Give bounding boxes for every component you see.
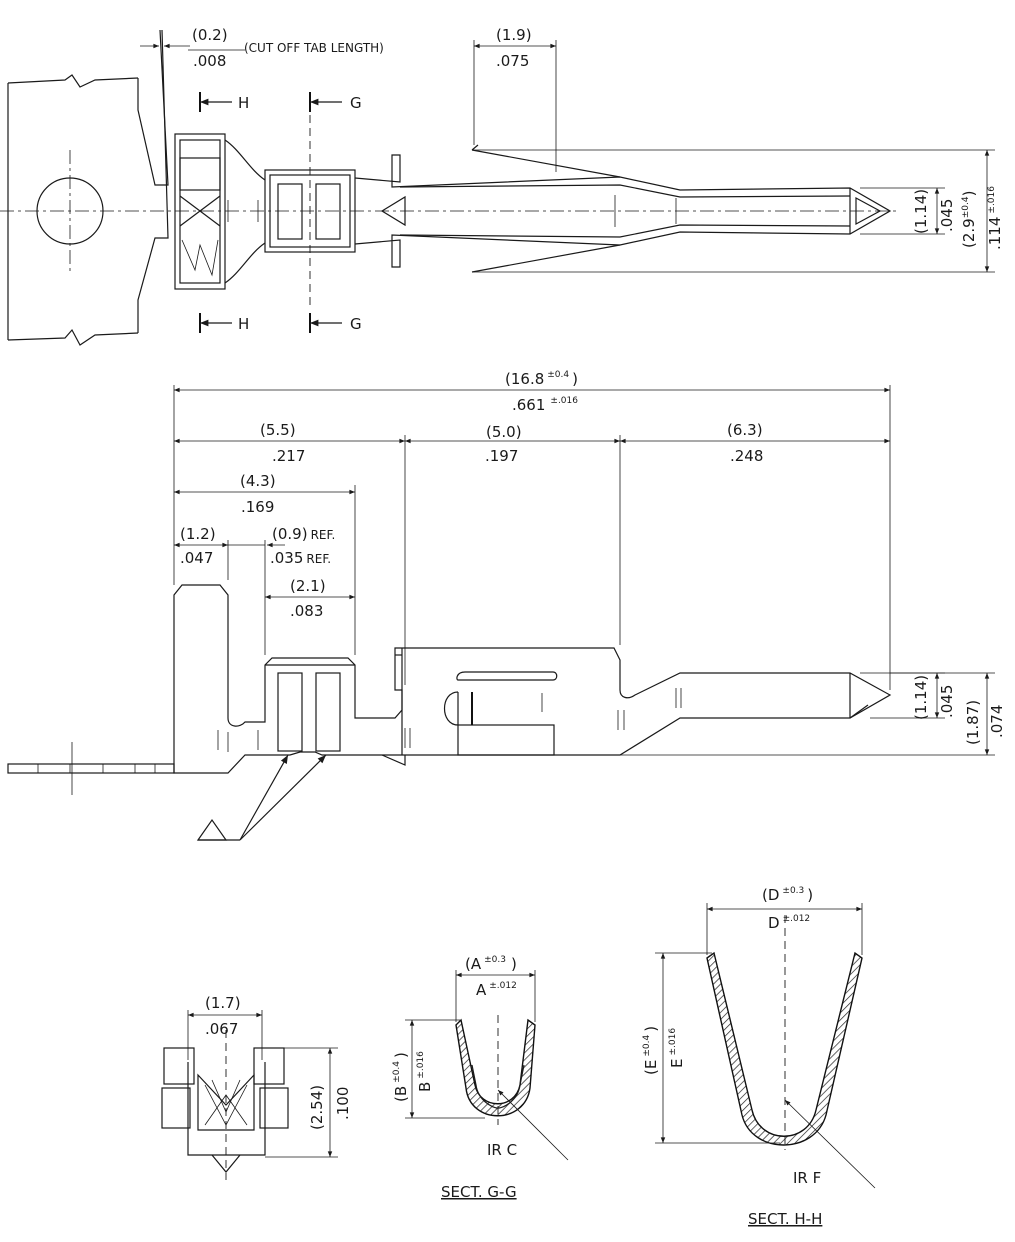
segment-1-dimension: (5.5) .217 <box>174 421 406 465</box>
svg-text:(1.87): (1.87) <box>964 700 982 745</box>
svg-text:.083: .083 <box>290 602 323 620</box>
svg-text:(B±0.4): (B±0.4) <box>392 1052 410 1102</box>
svg-text:H: H <box>238 315 249 333</box>
svg-text:.045: .045 <box>938 199 956 232</box>
svg-text:(1.14): (1.14) <box>912 189 930 234</box>
svg-text:.114±.016: .114±.016 <box>986 186 1004 250</box>
gg-radius-leader: IR C <box>487 1089 569 1161</box>
overall-length-dimension: (16.8±0.4) .661±.016 <box>174 370 890 414</box>
body-height-dimension: (1.87) .074 <box>620 672 1006 756</box>
barb-dimension: (1.9) .075 <box>473 26 557 172</box>
svg-text:.075: .075 <box>496 52 529 70</box>
svg-text:(0.2): (0.2) <box>192 26 228 44</box>
svg-text:(2.9±0.4): (2.9±0.4) <box>960 191 978 248</box>
svg-text:A±.012: A±.012 <box>476 981 517 999</box>
note-triangle-callout <box>196 754 327 841</box>
svg-text:B±.016: B±.016 <box>416 1051 434 1092</box>
svg-text:(16.8±0.4): (16.8±0.4) <box>505 370 578 388</box>
tab-cut-dimension: (0.2) .008 (CUT OFF TAB LENGTH) <box>140 26 384 70</box>
section-g-marker: G G <box>309 92 362 333</box>
svg-text:G: G <box>350 94 362 112</box>
svg-text:(6.3): (6.3) <box>727 421 763 439</box>
segment-3-dimension: (6.3) .248 <box>620 421 890 465</box>
svg-text:.047: .047 <box>180 549 213 567</box>
svg-text:.008: .008 <box>193 52 226 70</box>
section-h-marker: H H <box>199 92 249 333</box>
svg-text:(1.2): (1.2) <box>180 525 216 543</box>
insulation-crimp <box>174 133 266 290</box>
hh-d-dimension: (D±0.3) D±.012 <box>706 886 863 955</box>
svg-text:(2.1): (2.1) <box>290 577 326 595</box>
section-hh-title: SECT. H-H <box>748 1210 822 1228</box>
section-hh: (D±0.3) D±.012 (E±0.4) E±.016 IR F SECT.… <box>642 886 876 1228</box>
svg-text:IR F: IR F <box>793 1169 821 1187</box>
svg-text:.067: .067 <box>205 1020 238 1038</box>
section-gg: (A±0.3) A±.012 (B±0.4) B±.016 IR C SECT.… <box>392 955 569 1201</box>
pin-height-dimension: (1.14) .045 <box>860 672 956 720</box>
svg-text:.169: .169 <box>241 498 274 516</box>
gg-b-dimension: (B±0.4) B±.016 <box>392 1019 485 1119</box>
svg-text:(E±0.4): (E±0.4) <box>642 1026 660 1075</box>
svg-text:.248: .248 <box>730 447 763 465</box>
gg-a-dimension: (A±0.3) A±.012 <box>455 955 536 1022</box>
side-carrier <box>7 742 175 795</box>
svg-text:(1.14): (1.14) <box>912 675 930 720</box>
svg-text:G: G <box>350 315 362 333</box>
svg-text:.197: .197 <box>485 447 518 465</box>
svg-text:(5.0): (5.0) <box>486 423 522 441</box>
side-view: (16.8±0.4) .661±.016 (5.5) .217 (5.0) .1… <box>7 370 1006 841</box>
svg-text:H: H <box>238 94 249 112</box>
pin-width-dimension: (1.14) .045 <box>860 187 956 235</box>
end-width-dimension: (1.7) .067 <box>187 994 263 1060</box>
section-gg-title: SECT. G-G <box>441 1183 517 1201</box>
svg-text:.074: .074 <box>988 705 1006 738</box>
end-height-dimension: (2.54) .100 <box>265 1047 352 1158</box>
svg-text:(2.54): (2.54) <box>308 1085 326 1130</box>
carrier-strip <box>7 29 169 346</box>
svg-text:.100: .100 <box>334 1087 352 1120</box>
tab-width-dimension: (1.2) .047 <box>174 525 228 567</box>
segment-2-dimension: (5.0) .197 <box>404 423 620 465</box>
svg-text:.217: .217 <box>272 447 305 465</box>
svg-text:(5.5): (5.5) <box>260 421 296 439</box>
svg-text:(D±0.3): (D±0.3) <box>762 886 813 904</box>
svg-text:E±.016: E±.016 <box>668 1028 686 1068</box>
contact-body <box>227 144 892 273</box>
side-profile <box>173 584 892 774</box>
svg-text:.661±.016: .661±.016 <box>512 396 578 414</box>
svg-text:(1.7): (1.7) <box>205 994 241 1012</box>
svg-text:D±.012: D±.012 <box>768 914 810 932</box>
top-view: H H G G (0.2) .008 (CUT OFF TAB LENGTH) <box>0 26 1004 346</box>
hh-e-dimension: (E±0.4) E±.016 <box>642 952 780 1144</box>
crimp-length-dimension: (4.3) .169 <box>174 472 356 516</box>
svg-text:(4.3): (4.3) <box>240 472 276 490</box>
svg-text:.045: .045 <box>938 685 956 718</box>
svg-text:(CUT OFF TAB LENGTH): (CUT OFF TAB LENGTH) <box>244 41 384 55</box>
svg-text:IR C: IR C <box>487 1141 517 1159</box>
svg-text:(0.9)REF.: (0.9)REF. <box>272 525 335 543</box>
wire-crimp-dimension: (2.1) .083 <box>264 577 356 620</box>
body-width-dimension: (2.9±0.4) .114±.016 <box>472 149 1004 273</box>
end-view: (1.7) .067 (2.54) .100 <box>161 994 352 1180</box>
svg-text:(1.9): (1.9) <box>496 26 532 44</box>
svg-text:(A±0.3): (A±0.3) <box>465 955 517 973</box>
hh-radius-leader: IR F <box>784 1099 876 1189</box>
